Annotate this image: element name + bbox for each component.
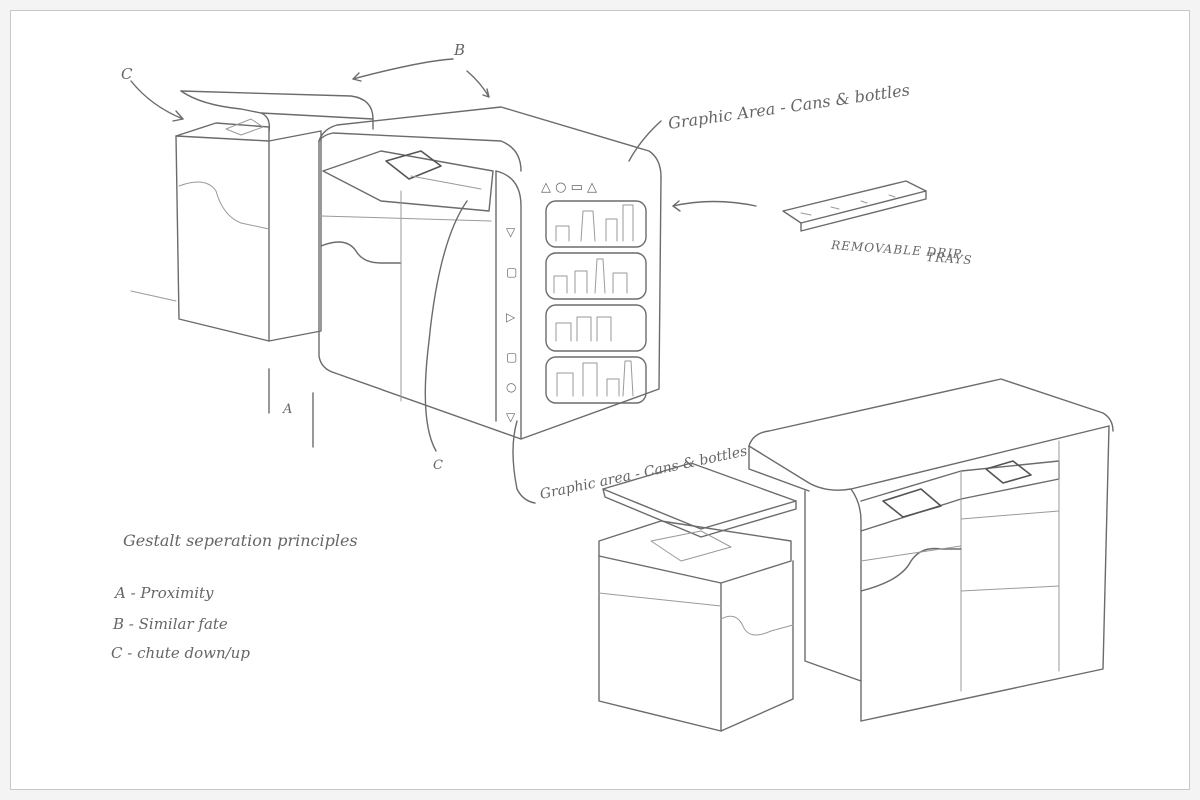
drip-tray xyxy=(782,180,927,232)
principle-item-c: C - chute down/up xyxy=(111,644,250,662)
label-c-mid: C xyxy=(433,458,443,473)
label-a: A xyxy=(282,402,292,417)
svg-text:▽: ▽ xyxy=(506,410,516,424)
svg-text:▷: ▷ xyxy=(506,310,516,324)
svg-text:○: ○ xyxy=(506,380,516,394)
svg-text:△ ○ ▭ △: △ ○ ▭ △ xyxy=(541,180,597,195)
small-bin-bottom xyxy=(598,462,797,732)
concept-sketch: △ ○ ▭ △ ▽ ▢ ▷ ▢ ○ ▽ xyxy=(111,41,1114,732)
svg-text:▢: ▢ xyxy=(506,265,517,279)
graphic-area-top-label: Graphic Area - Cans & bottles xyxy=(667,80,911,133)
label-b: B xyxy=(453,41,465,59)
principle-item-b: B - Similar fate xyxy=(112,615,228,633)
vending-unit-bottom xyxy=(748,378,1114,722)
principles-heading: Gestalt seperation principles xyxy=(123,531,358,550)
svg-text:▢: ▢ xyxy=(506,350,517,364)
principle-item-a: A - Proximity xyxy=(113,584,214,602)
svg-text:▽: ▽ xyxy=(506,225,516,239)
label-c-top: C xyxy=(121,65,133,83)
small-bin-top xyxy=(130,90,374,342)
callout-lines xyxy=(130,58,757,504)
sketch-sheet: △ ○ ▭ △ ▽ ▢ ▷ ▢ ○ ▽ xyxy=(10,10,1190,790)
vending-unit-top: △ ○ ▭ △ ▽ ▢ ▷ ▢ ○ ▽ xyxy=(318,106,662,440)
drip-trays-label-line2: TRAYS xyxy=(926,250,973,267)
